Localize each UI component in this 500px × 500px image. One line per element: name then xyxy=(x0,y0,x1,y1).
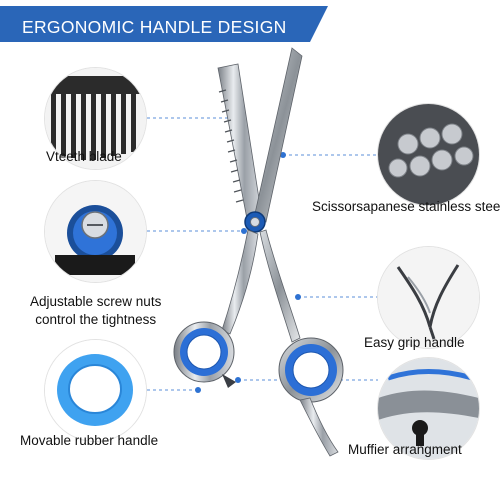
connector-dot-rubber xyxy=(195,387,201,393)
steel-rods-icon xyxy=(378,104,479,205)
label-steel: Scissorsapanese stainless steel xyxy=(312,198,500,216)
label-muffler: Muffier arrangment xyxy=(348,441,462,459)
banner-background xyxy=(0,6,328,42)
comb-teeth-icon xyxy=(45,68,146,169)
connector-dot-muffler xyxy=(235,377,241,383)
banner-title: ERGONOMIC HANDLE DESIGN xyxy=(22,17,287,37)
finger-rest-tang xyxy=(299,397,339,457)
label-rubber-text: Movable rubber handle xyxy=(20,433,159,448)
callout-grip xyxy=(378,247,479,348)
label-blade: Vteeth blade xyxy=(46,148,122,166)
right-shank xyxy=(259,229,301,343)
callout-screw xyxy=(45,181,146,282)
connector-dot-steel xyxy=(280,152,286,158)
label-screw: Adjustable screw nuts control the tightn… xyxy=(30,275,161,329)
rubber-ring-icon xyxy=(45,340,146,441)
callout-steel xyxy=(378,104,479,205)
left-finger-ring xyxy=(173,321,236,388)
connector-dot-grip xyxy=(295,294,301,300)
label-blade-text: Vteeth blade xyxy=(46,149,122,164)
label-rubber: Movable rubber handle xyxy=(20,432,158,450)
label-grip: Easy grip handle xyxy=(364,334,465,352)
label-muffler-text: Muffier arrangment xyxy=(348,442,462,457)
toothed-blade xyxy=(217,63,263,225)
right-finger-ring xyxy=(278,337,344,403)
banner-shape xyxy=(0,6,328,42)
callout-muffler xyxy=(378,358,479,459)
straight-blade xyxy=(253,47,303,223)
pivot-screw xyxy=(244,211,266,233)
muffler-icon xyxy=(378,358,479,459)
screw-nut-icon xyxy=(45,181,146,282)
left-shank xyxy=(221,229,259,335)
callout-blade xyxy=(45,68,146,169)
label-grip-text: Easy grip handle xyxy=(364,335,465,350)
label-steel-text: Scissorsapanese stainless steel xyxy=(312,199,500,214)
title-banner: ERGONOMIC HANDLE DESIGN xyxy=(0,6,328,42)
connector-dot-screw xyxy=(241,228,247,234)
label-screw-text: Adjustable screw nuts control the tightn… xyxy=(30,294,162,327)
callout-rubber xyxy=(45,340,146,441)
grip-handle-icon xyxy=(378,247,479,348)
